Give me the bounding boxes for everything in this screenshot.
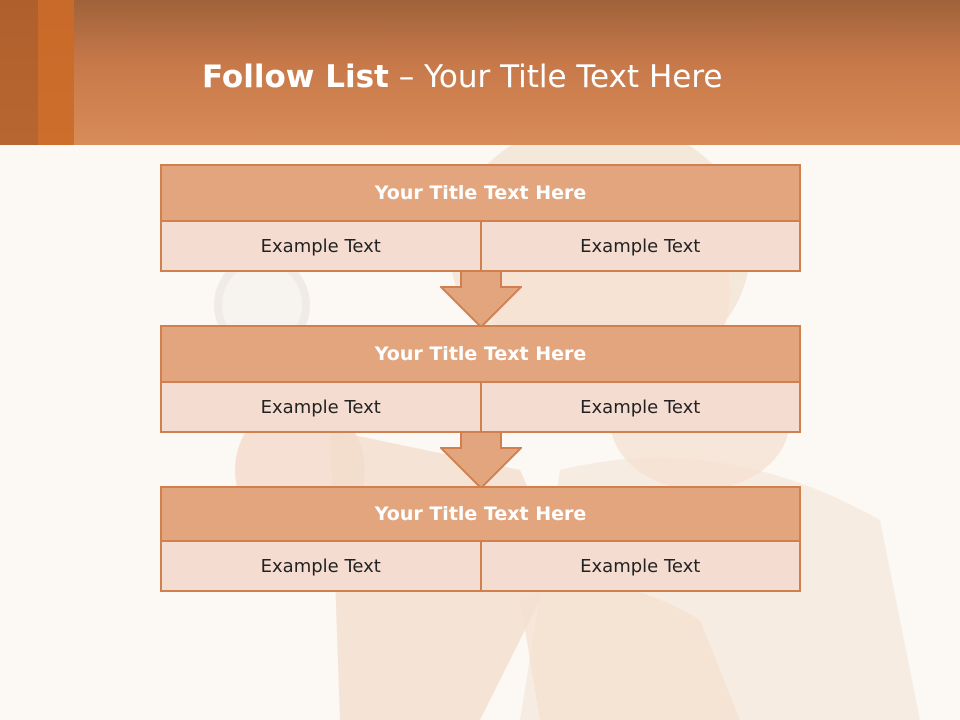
block-title: Your Title Text Here [160,164,801,222]
block-cell-right: Example Text [479,222,799,270]
down-arrow-icon [440,432,522,489]
block-cell-left: Example Text [162,383,480,431]
slide-title-rest: – Your Title Text Here [398,59,723,95]
block-title: Your Title Text Here [160,325,801,383]
follow-block-1: Your Title Text Here Example Text Exampl… [160,164,801,272]
block-cell-left: Example Text [162,542,480,590]
block-cell-left: Example Text [162,222,480,270]
block-cell-right: Example Text [479,383,799,431]
down-arrow-icon [440,271,522,328]
block-cells: Example Text Example Text [160,383,801,433]
block-cells: Example Text Example Text [160,222,801,272]
slide-header: Follow List – Your Title Text Here [0,0,960,145]
block-title: Your Title Text Here [160,486,801,542]
follow-block-3: Your Title Text Here Example Text Exampl… [160,486,801,592]
follow-block-2: Your Title Text Here Example Text Exampl… [160,325,801,433]
block-cell-right: Example Text [479,542,799,590]
block-cells: Example Text Example Text [160,542,801,592]
slide-title-bold: Follow List [202,59,389,95]
header-accent-bar [0,0,38,145]
header-accent-bar [38,0,74,145]
slide-title: Follow List – Your Title Text Here [202,56,722,98]
